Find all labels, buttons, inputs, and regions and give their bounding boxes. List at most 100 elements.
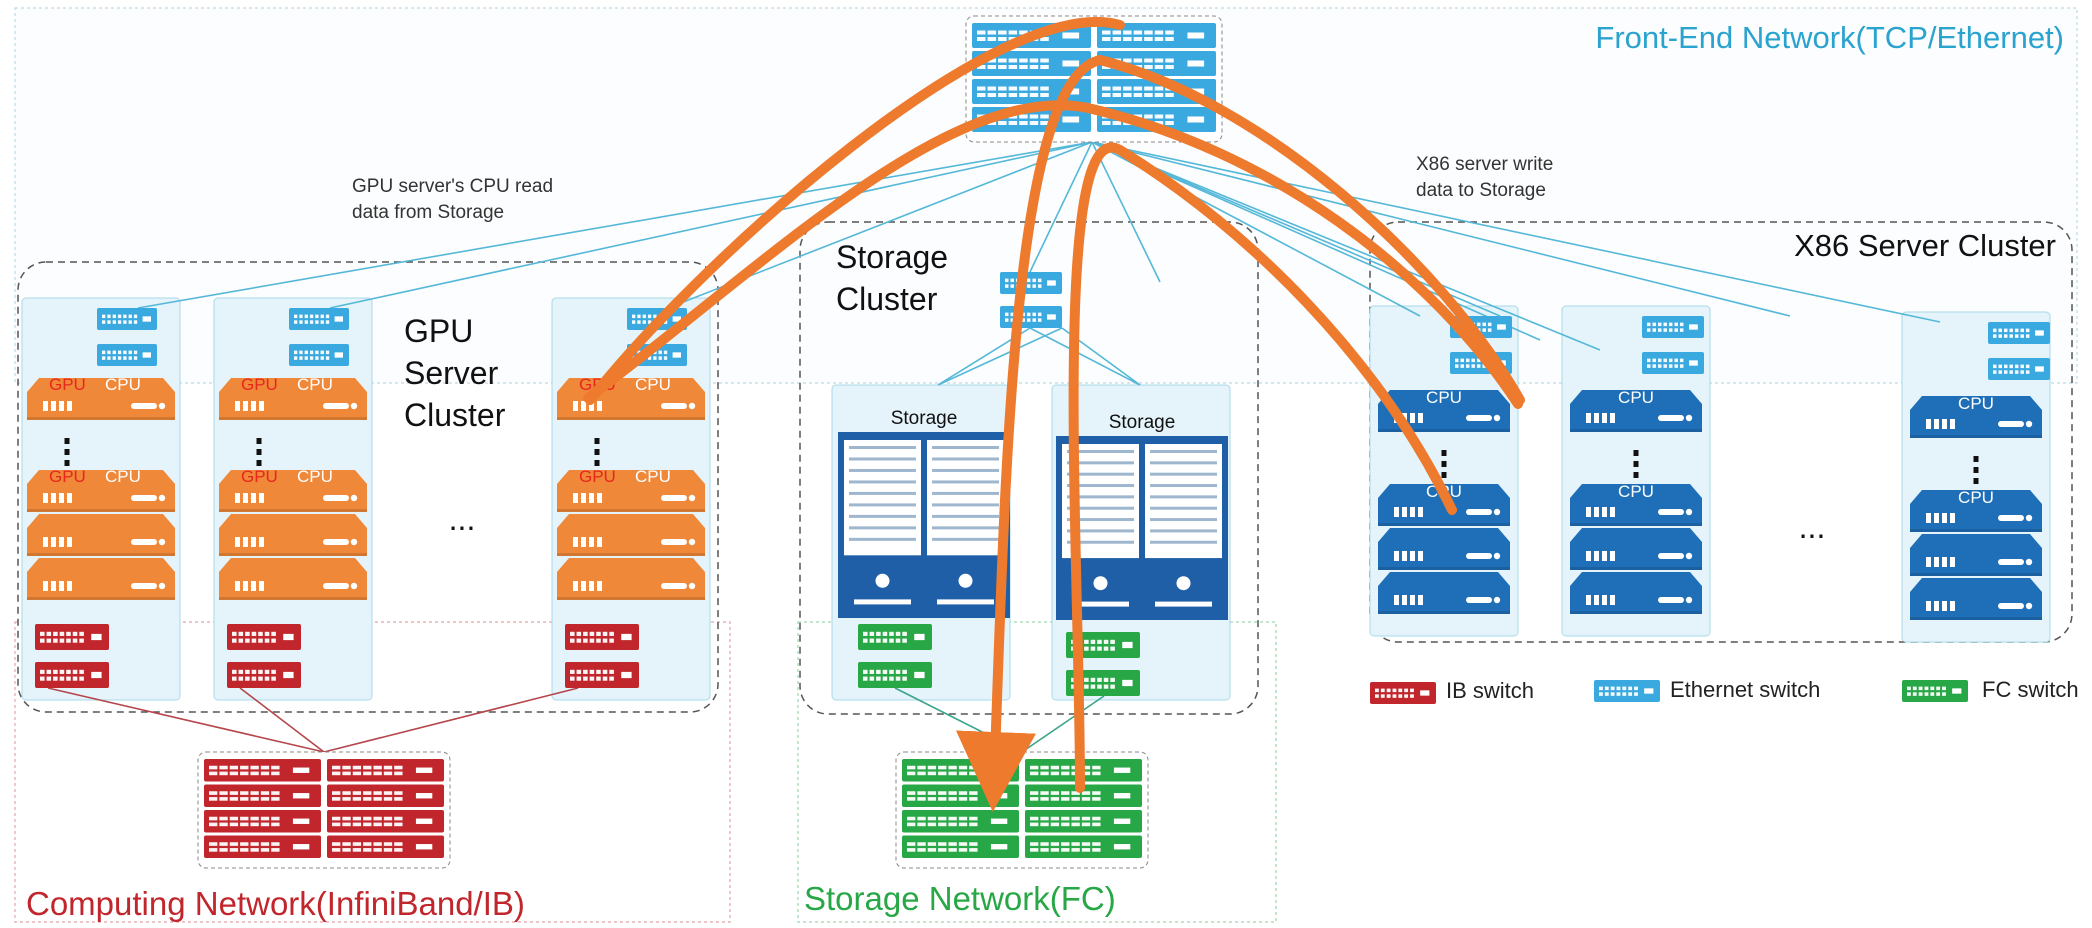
x86-server (1570, 528, 1702, 570)
storage-node-fc-switch (858, 662, 932, 688)
gpu-chip-label: GPU (241, 375, 278, 394)
computing-network-region (14, 621, 731, 923)
gpu-node-ib-switch (35, 624, 109, 650)
gpu-chip-label: GPU (49, 467, 86, 486)
gpu-server (557, 514, 705, 556)
gpu-node-ib-switch (35, 662, 109, 688)
front-end-network-title: Front-End Network(TCP/Ethernet) (1595, 20, 2064, 55)
gpu-cluster-title-line1: GPU (404, 313, 473, 349)
storage-label: Storage (891, 408, 958, 429)
storage-network-region (797, 621, 1277, 923)
cpu-chip-label: CPU (635, 467, 671, 486)
gpu-node-eth-switch (97, 308, 157, 330)
gpu-node-ib-switch (565, 624, 639, 650)
x86-node-eth-switch (1642, 316, 1704, 338)
cpu-chip-label: CPU (1618, 482, 1654, 501)
legend: IB switch Ethernet switch FC switch (1370, 677, 2079, 704)
x86-more-nodes-ellipsis: ... (1799, 509, 1826, 545)
ethernet-link (329, 141, 1093, 309)
gpu-chip-label: GPU (49, 375, 86, 394)
storage-array-1: Storage (838, 408, 1010, 618)
flow-arrow-gpu-read (583, 100, 1523, 409)
flow-arrow-storage-path (1068, 142, 1457, 793)
legend-ib-switch-icon (1370, 682, 1436, 704)
fc-link (1021, 695, 1105, 753)
gpu-server (219, 514, 367, 556)
x86-server: CPU (1570, 482, 1702, 526)
x86-server: CPU (1570, 388, 1702, 432)
ethernet-link (1091, 141, 1941, 323)
gpu-server-stack-dots (64, 438, 70, 466)
cpu-chip-label: CPU (105, 467, 141, 486)
gpu-server (27, 514, 175, 556)
gpu-server: GPU CPU (27, 467, 175, 512)
legend-fc-label: FC switch (1982, 677, 2079, 702)
ib-link (323, 687, 579, 753)
cpu-chip-label: CPU (297, 467, 333, 486)
storage-eth-switch (1000, 272, 1062, 294)
gpu-more-nodes-ellipsis: ... (449, 501, 476, 537)
devices: GPU CPU GPU CPU GPU CPU GPU CPU GPU CPU GPU CPU CPU C… (27, 15, 2050, 869)
gpu-node-ib-switch (227, 624, 301, 650)
ib-core-switch (197, 751, 451, 869)
storage-network-title: Storage Network(FC) (804, 880, 1116, 917)
computing-network-title: Computing Network(InfiniBand/IB) (26, 885, 525, 922)
cpu-chip-label: CPU (1426, 388, 1462, 407)
data-flow-arrows (583, 17, 1525, 812)
storage-cluster-title-line1: Storage (836, 239, 948, 275)
flow-arrow-loop (585, 17, 1125, 405)
ethernet-link (137, 141, 1093, 309)
ethernet-link (1091, 141, 1791, 317)
gpu-server: GPU CPU (557, 467, 705, 512)
x86-server (1570, 572, 1702, 614)
gpu-server (219, 558, 367, 600)
x86-node-eth-switch (1988, 358, 2050, 380)
legend-icons (1370, 680, 1968, 704)
gpu-chip-label: GPU (579, 467, 616, 486)
gpu-chip-label: GPU (241, 467, 278, 486)
flow-arrow-x86-write (955, 54, 1525, 812)
storage-label: Storage (1109, 412, 1176, 433)
gpu-node-ib-switch (565, 662, 639, 688)
gpu-node-eth-switch (289, 344, 349, 366)
gpu-cluster-outline (17, 261, 719, 713)
gpu-node-eth-switch (289, 308, 349, 330)
storage-node-fc-switch (858, 624, 932, 650)
ethernet-link (1091, 141, 1601, 351)
x86-write-annotation-line2: data to Storage (1416, 180, 1546, 201)
x86-node-eth-switch (1988, 322, 2050, 344)
gpu-cluster-title-line2: Server (404, 355, 499, 391)
front-end-core-switch (965, 15, 1223, 143)
legend-fc-switch-icon (1902, 680, 1968, 702)
x86-server (1378, 572, 1510, 614)
x86-server (1378, 528, 1510, 570)
gpu-server-stack-dots (256, 438, 262, 466)
ethernet-link (1029, 327, 1141, 386)
gpu-server-stack-dots (594, 438, 600, 466)
x86-server (1910, 578, 2042, 620)
gpu-node-eth-switch (97, 344, 157, 366)
fc-core-switch (895, 751, 1149, 869)
gpu-read-annotation-line2: data from Storage (352, 202, 504, 223)
x86-server: CPU (1910, 488, 2042, 532)
gpu-cluster-title-line3: Cluster (404, 397, 506, 433)
cpu-chip-label: CPU (1618, 388, 1654, 407)
storage-cluster-outline (799, 221, 1259, 715)
x86-server-stack-dots (1441, 450, 1447, 478)
x86-write-annotation-line1: X86 server write (1416, 154, 1553, 175)
storage-cluster-title-line2: Cluster (836, 281, 938, 317)
infiniband-links (47, 687, 579, 753)
x86-server (1910, 534, 2042, 576)
gpu-server: GPU CPU (219, 467, 367, 512)
legend-ethernet-switch-icon (1594, 680, 1660, 702)
x86-server-stack-dots (1973, 456, 1979, 484)
gpu-server (27, 558, 175, 600)
cpu-chip-label: CPU (635, 375, 671, 394)
cpu-chip-label: CPU (297, 375, 333, 394)
cpu-chip-label: CPU (1958, 394, 1994, 413)
x86-server: CPU (1910, 394, 2042, 438)
legend-ib-label: IB switch (1446, 678, 1534, 703)
